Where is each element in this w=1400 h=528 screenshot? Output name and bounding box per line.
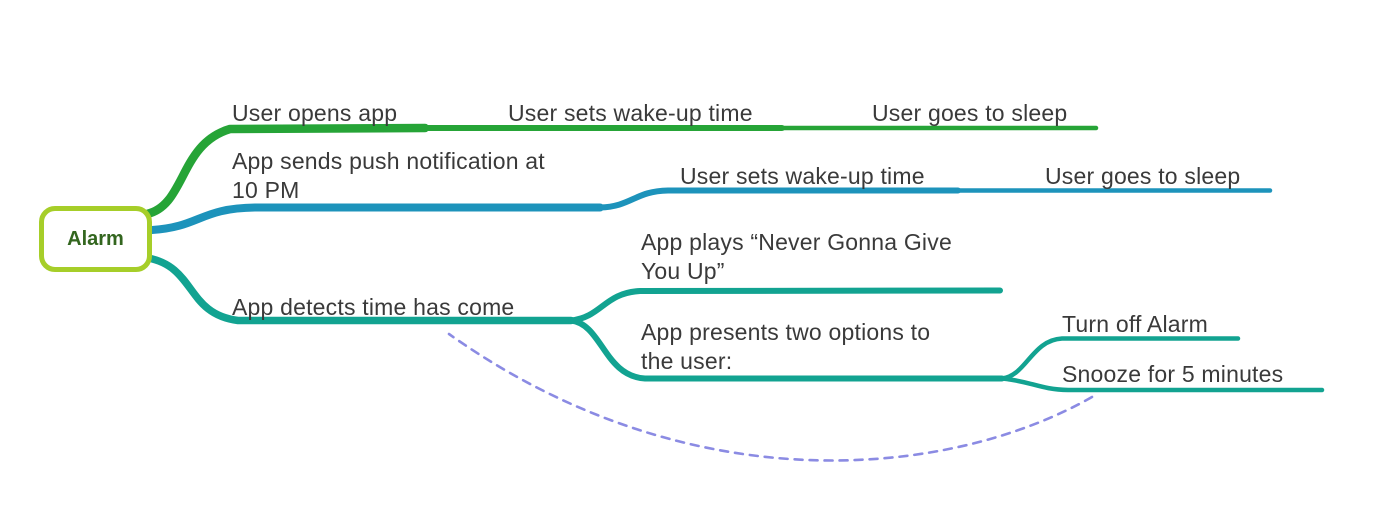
- topic-user-sets-wake-up-time-2[interactable]: User sets wake-up time: [680, 163, 925, 189]
- topic-snooze-5-minutes[interactable]: Snooze for 5 minutes: [1062, 361, 1284, 387]
- branch-line-user-sets-wake-up-time-2[interactable]: [597, 187, 961, 211]
- branch-line-turn-off-alarm[interactable]: [999, 336, 1241, 381]
- topic-user-opens-app[interactable]: User opens app: [232, 100, 398, 126]
- branch-line-app-detects-time[interactable]: [144, 254, 575, 325]
- branch-line-app-sends-push[interactable]: [148, 203, 604, 234]
- root-node-alarm[interactable]: Alarm: [39, 206, 152, 272]
- root-node-label: Alarm: [67, 227, 124, 250]
- branch-line-app-presents-options[interactable]: [568, 317, 1005, 382]
- topic-user-goes-to-sleep-2[interactable]: User goes to sleep: [1045, 163, 1241, 189]
- topic-app-detects-time[interactable]: App detects time has come: [232, 294, 515, 320]
- topic-user-sets-wake-up-time-1[interactable]: User sets wake-up time: [508, 100, 753, 126]
- relationship-arrow-snooze-to-detect[interactable]: [447, 332, 1094, 462]
- branch-line-user-opens-app[interactable]: [142, 123, 430, 219]
- topic-app-sends-push[interactable]: App sends push notification at 10 PM: [232, 148, 545, 203]
- topic-app-plays-song[interactable]: App plays “Never Gonna Give You Up”: [641, 229, 952, 284]
- topic-app-presents-options[interactable]: App presents two options to the user:: [641, 319, 931, 374]
- branch-line-app-plays-song[interactable]: [568, 287, 1003, 324]
- branch-line-snooze[interactable]: [999, 376, 1325, 393]
- topic-turn-off-alarm[interactable]: Turn off Alarm: [1062, 311, 1208, 337]
- topic-user-goes-to-sleep-1[interactable]: User goes to sleep: [872, 100, 1068, 126]
